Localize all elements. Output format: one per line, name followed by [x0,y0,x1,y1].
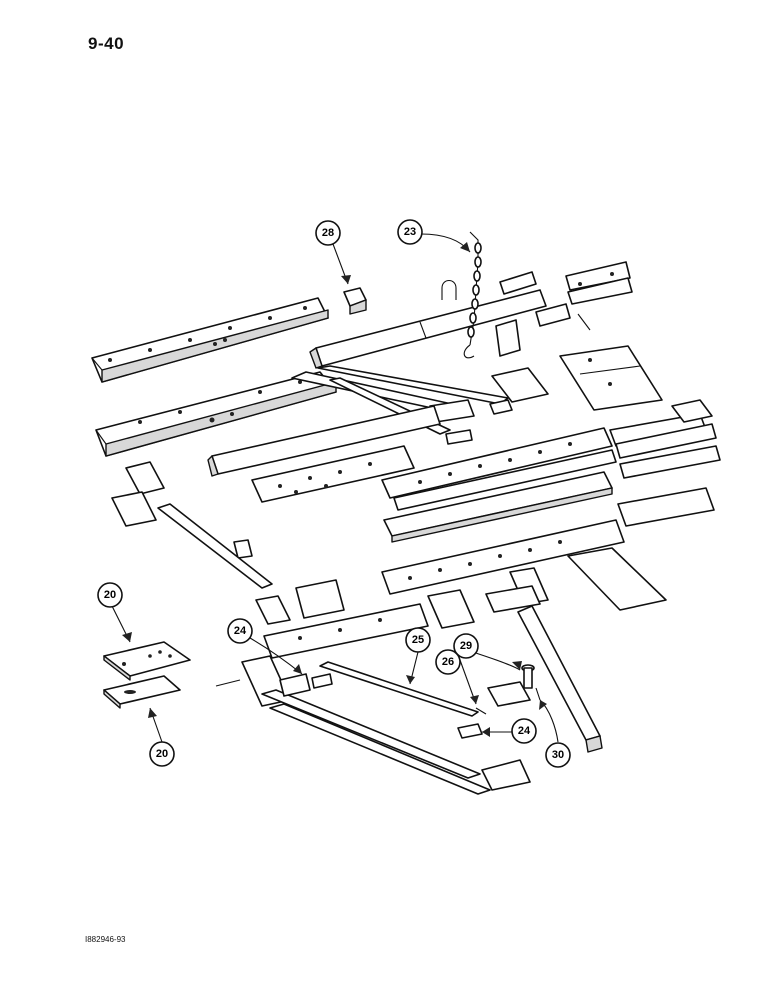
chain-plate [495,319,521,357]
bolt-26 [475,707,487,715]
callout-30-label: 30 [552,749,564,761]
callout-23: 23 [397,219,423,245]
u-bolt [441,279,457,300]
hitch-assembly-right [485,585,603,753]
lower-long-channel [381,519,625,595]
right-long-channel-upper [381,413,717,511]
right-upper-plate [559,345,663,411]
callout-24-upper-label: 24 [234,625,247,637]
callout-25-label: 25 [412,634,424,646]
callout-29-label: 29 [460,640,472,652]
callout-28-label: 28 [322,227,334,239]
bottom-plate [481,759,531,791]
callout-26: 26 [435,649,461,675]
lower-hitch-assembly [215,655,491,795]
left-small-brackets [111,461,253,559]
callout-20-lower-label: 20 [156,748,168,760]
callout-28: 28 [315,220,341,246]
callout-25: 25 [405,627,431,653]
left-diagonal-bar [157,503,273,589]
callout-20-lower: 20 [149,741,175,767]
callout-24-lower: 24 [511,718,537,744]
document-code: I882946-93 [85,935,126,944]
callout-30: 30 [545,742,571,768]
leader-lines [111,233,559,743]
clip-24-lower [457,723,483,739]
diagonal-braces [291,365,509,435]
clamp-block [343,287,367,315]
center-long-channel [207,405,441,477]
right-end-plates [617,399,715,527]
callout-24-lower-label: 24 [518,725,531,737]
center-upper-tube [309,289,547,369]
callout-23-label: 23 [404,226,416,238]
tow-chain [463,231,482,359]
lower-right-plates [427,547,667,629]
upper-right-brackets [499,261,633,331]
right-long-channel-lower [383,445,721,543]
lower-center-plate [255,579,429,659]
callout-20-upper: 20 [97,582,123,608]
callout-26-label: 26 [442,656,454,668]
page-number: 9-40 [88,34,125,53]
callout-24-upper: 24 [227,618,253,644]
plate-20-lower [103,675,181,709]
callout-20-upper-label: 20 [104,589,116,601]
center-perforated-plate [251,445,415,503]
center-small-plates [429,367,549,445]
upper-left-angle-bar [91,297,329,383]
plate-20-upper [103,641,191,681]
callout-29: 29 [453,633,479,659]
pin-29 [487,664,541,707]
rod-25 [319,661,479,717]
middle-left-angle-bar [95,371,337,457]
